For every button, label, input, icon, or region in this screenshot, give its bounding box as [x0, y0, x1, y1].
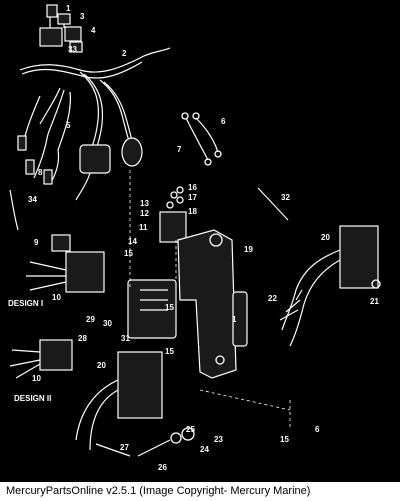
label-29: 29	[86, 315, 95, 324]
starter-solenoid	[75, 137, 143, 201]
label-22: 22	[268, 294, 277, 303]
copyright-footer: MercuryPartsOnline v2.5.1 (Image Copyrig…	[0, 482, 400, 501]
label-1-b: 1	[232, 315, 237, 324]
label-8: 8	[38, 168, 43, 177]
design-two-label: DESIGN II	[14, 394, 51, 403]
relay-assembly	[159, 186, 187, 243]
label-12: 12	[140, 209, 149, 218]
label-2: 2	[122, 49, 127, 58]
label-15-d: 15	[280, 435, 289, 444]
label-21: 21	[370, 297, 379, 306]
bottom-hardware	[95, 427, 195, 457]
callout-labels: 1 3 4 33 2 5 6 7 8 34 32 16 17 18 13 12 …	[8, 4, 379, 472]
label-30: 30	[103, 319, 112, 328]
sensor-lead	[9, 189, 19, 231]
label-18: 18	[188, 207, 197, 216]
label-14: 14	[128, 237, 137, 246]
label-1: 1	[66, 4, 71, 13]
label-31: 31	[121, 334, 130, 343]
label-17: 17	[188, 193, 197, 202]
label-20-top: 20	[321, 233, 330, 242]
design-one-label: DESIGN I	[8, 299, 43, 308]
label-9: 9	[34, 238, 39, 247]
label-3: 3	[80, 12, 85, 21]
label-13: 13	[140, 199, 149, 208]
wire-harness	[17, 47, 171, 185]
label-16: 16	[188, 183, 197, 192]
label-6-bottom: 6	[315, 425, 320, 434]
battery-cables	[181, 112, 222, 166]
label-10-a: 10	[52, 293, 61, 302]
label-23: 23	[214, 435, 223, 444]
label-15-b: 15	[165, 303, 174, 312]
design-one-module	[26, 234, 105, 293]
label-15-a: 15	[124, 249, 133, 258]
label-5: 5	[66, 121, 71, 130]
label-32: 32	[281, 193, 290, 202]
label-20-bottom: 20	[97, 361, 106, 370]
design-two-module	[9, 339, 73, 379]
exploded-parts-diagram: 1 3 4 33 2 5 6 7 8 34 32 16 17 18 13 12 …	[8, 4, 381, 472]
label-33: 33	[68, 45, 77, 54]
connector-cluster	[39, 4, 83, 53]
probe-wire	[257, 187, 289, 221]
label-10-b: 10	[32, 374, 41, 383]
cdi-module-top	[279, 225, 381, 347]
center-lines	[129, 170, 291, 430]
label-26: 26	[158, 463, 167, 472]
mounting-bracket	[177, 229, 237, 379]
label-25: 25	[186, 425, 195, 434]
cdi-module-bottom	[75, 351, 163, 451]
switch-box	[127, 279, 177, 339]
label-27: 27	[120, 443, 129, 452]
label-24: 24	[200, 445, 209, 454]
label-6-top: 6	[221, 117, 226, 126]
label-28: 28	[78, 334, 87, 343]
label-34: 34	[28, 195, 37, 204]
label-15-c: 15	[165, 347, 174, 356]
label-4: 4	[91, 26, 96, 35]
label-7: 7	[177, 145, 182, 154]
label-11: 11	[139, 223, 148, 232]
label-19: 19	[244, 245, 253, 254]
cable-clamp	[232, 291, 248, 347]
